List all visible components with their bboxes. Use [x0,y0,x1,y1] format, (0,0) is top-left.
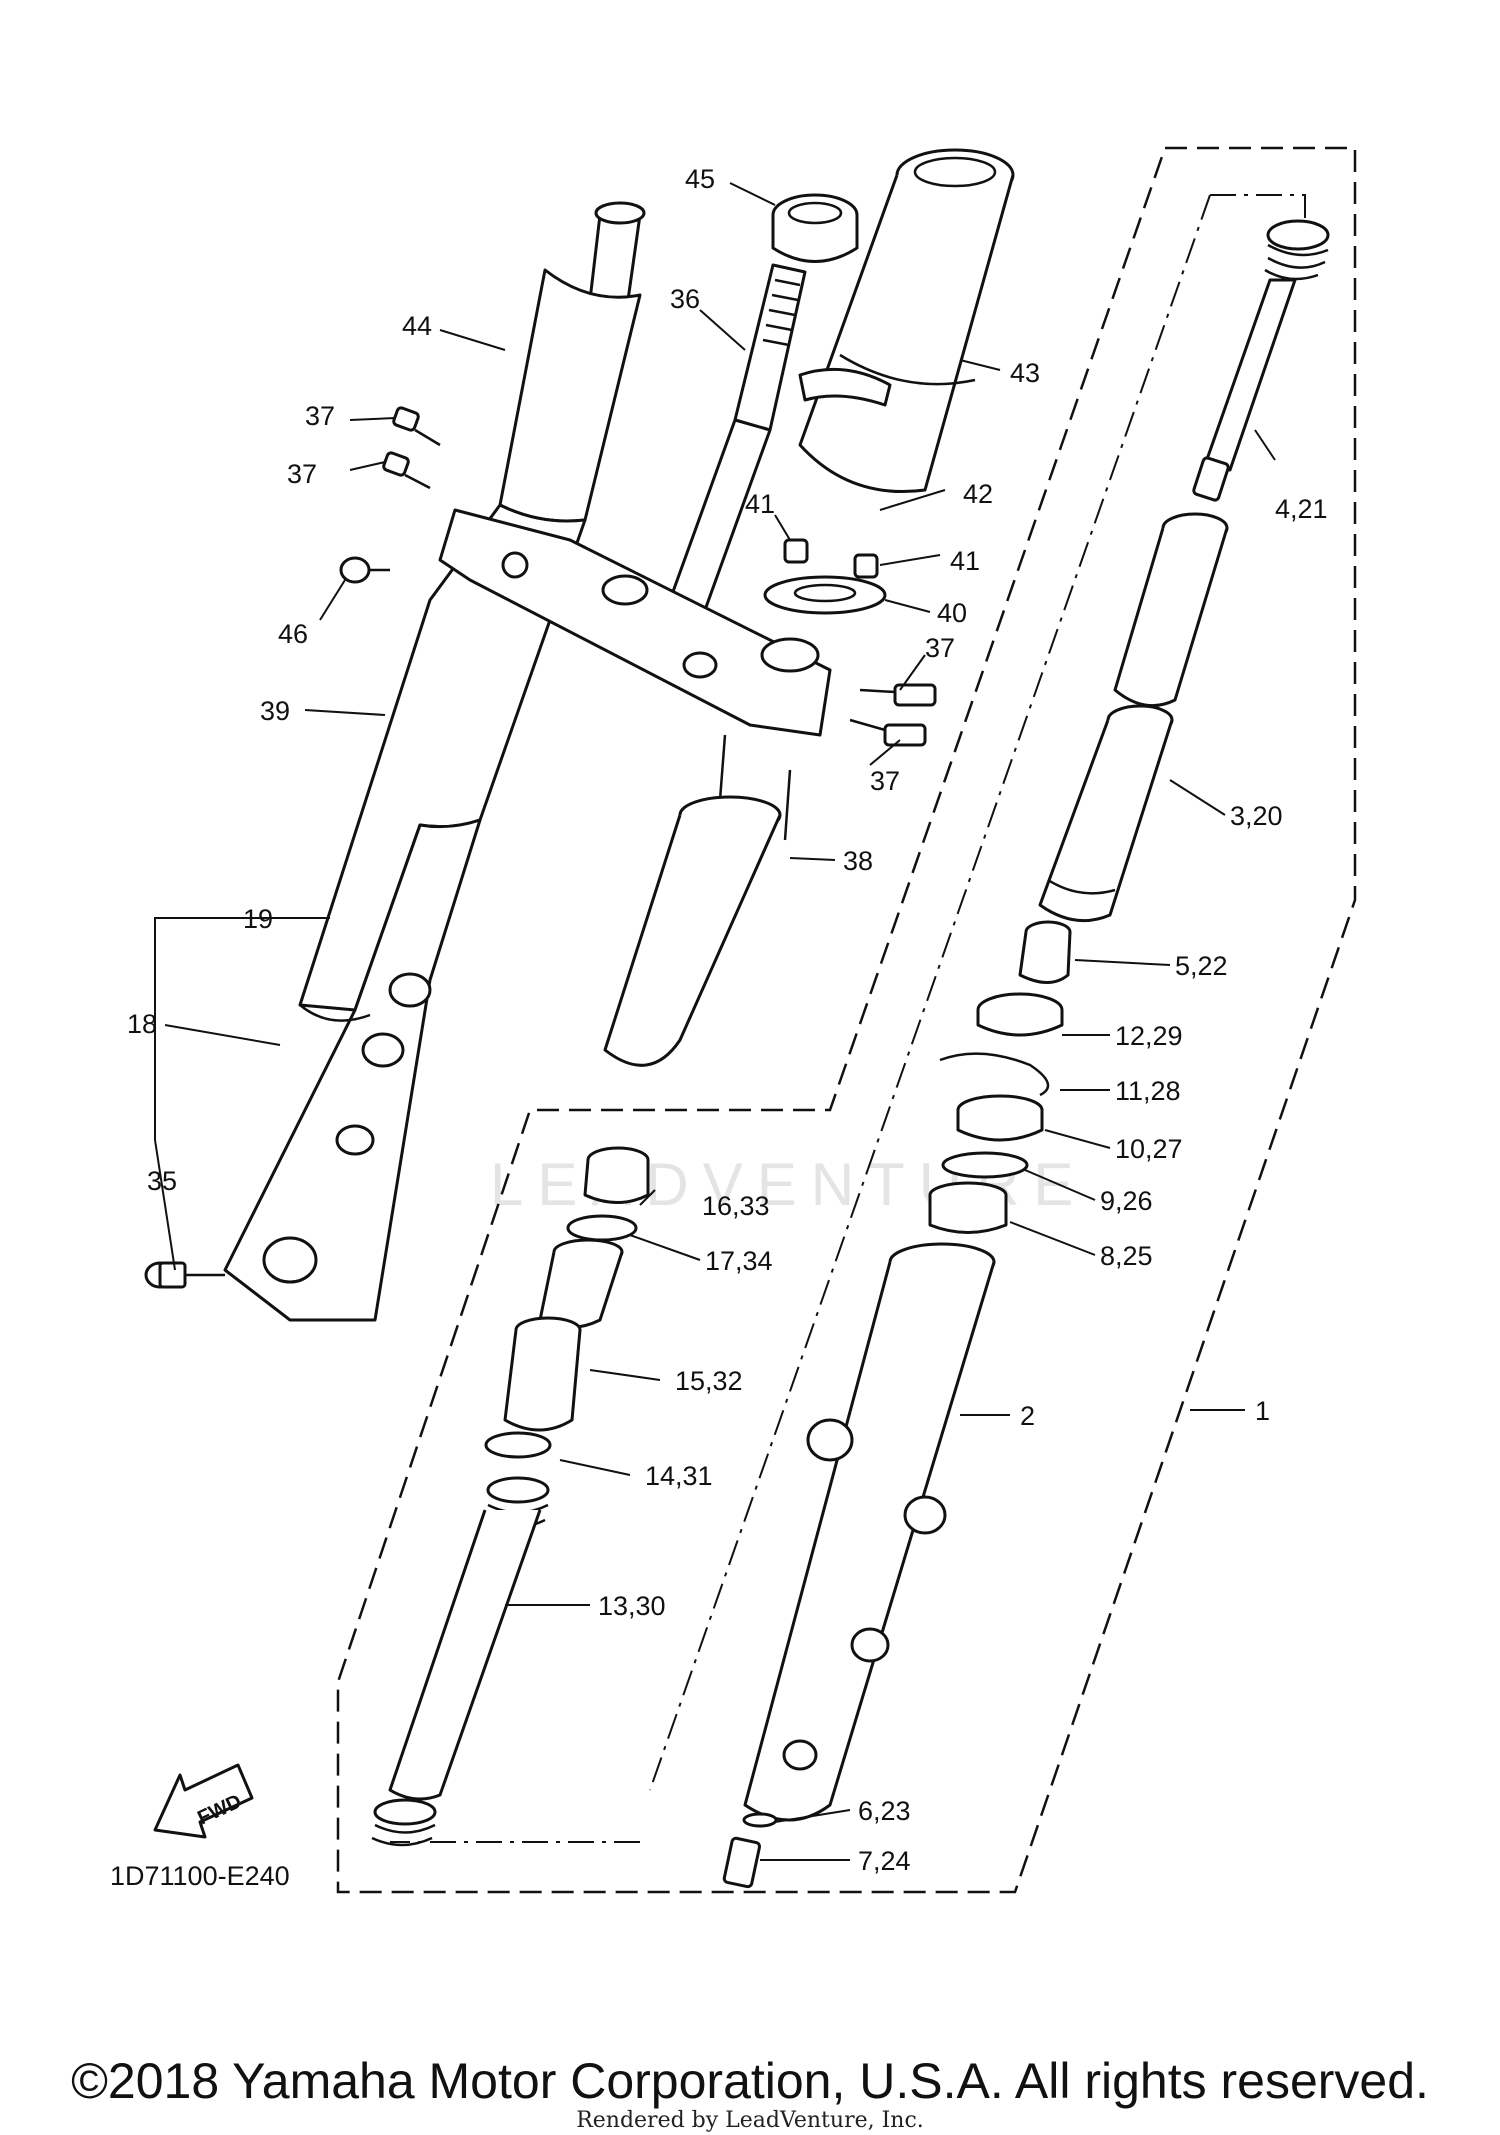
callout-42: 42 [963,479,993,509]
bolt-35 [144,1261,225,1289]
callout-11-28: 11,28 [1115,1076,1181,1106]
callout-7-24: 7,24 [858,1846,911,1876]
steering-stem-part [668,263,807,612]
callout-43: 43 [1010,358,1040,388]
spring-stack-part [371,1146,650,1847]
fwd-arrow-icon: FWD [153,1763,254,1839]
callout-17-34: 17,34 [705,1246,773,1276]
nut-collar-part [763,367,892,615]
callout-1: 1 [1255,1396,1270,1426]
callout-labels: 45 36 43 44 37 37 42 41 41 40 46 37 37 3… [127,164,1328,1876]
rendered-by-text: Rendered by LeadVenture, Inc. [576,2108,924,2133]
callout-12-29: 12,29 [1115,1021,1183,1051]
inner-tube-part [1038,512,1229,923]
callout-4-21: 4,21 [1275,494,1328,524]
callout-46: 46 [278,619,308,649]
callout-18: 18 [127,1009,157,1039]
lower-cover-part [603,734,792,1067]
bolt-7-24 [722,1836,762,1889]
damper-rod-part [1192,219,1330,502]
callout-41-a: 41 [745,489,775,519]
figure-code: 1D71100-E240 [110,1861,290,1891]
callout-41-b: 41 [950,546,980,576]
bolt-46 [339,556,390,584]
cap-bolt-part [771,193,859,263]
callout-10-27: 10,27 [1115,1134,1183,1164]
assembly-boundary [336,146,1357,1894]
outer-tube-part [743,1242,996,1822]
washer-6-23 [742,1812,778,1828]
callout-9-26: 9,26 [1100,1186,1153,1216]
callout-5-22: 5,22 [1175,951,1228,981]
bolts-37 [382,406,937,747]
callout-37-d: 37 [870,766,900,796]
callout-36: 36 [670,284,700,314]
callout-40: 40 [937,598,967,628]
callout-37-b: 37 [287,459,317,489]
left-fork-part [223,201,646,1322]
callout-16-33: 16,33 [702,1191,770,1221]
leader-lines [154,182,1276,1861]
callout-35: 35 [147,1166,177,1196]
callout-39: 39 [260,696,290,726]
seal-stack-part [928,920,1072,1234]
callout-38: 38 [843,846,873,876]
callout-37-c: 37 [925,633,955,663]
callout-3-20: 3,20 [1230,801,1283,831]
callout-15-32: 15,32 [675,1366,743,1396]
callout-13-30: 13,30 [598,1591,666,1621]
callout-44: 44 [402,311,432,341]
callout-14-31: 14,31 [645,1461,713,1491]
bracket-part [438,508,832,737]
copyright-text: ©2018 Yamaha Motor Corporation, U.S.A. A… [71,2053,1429,2109]
fork-cover-part [798,148,1015,494]
callout-19: 19 [243,904,273,934]
callout-6-23: 6,23 [858,1796,911,1826]
callout-2: 2 [1020,1401,1035,1431]
callout-8-25: 8,25 [1100,1241,1153,1271]
callout-37-a: 37 [305,401,335,431]
callout-45: 45 [685,164,715,194]
